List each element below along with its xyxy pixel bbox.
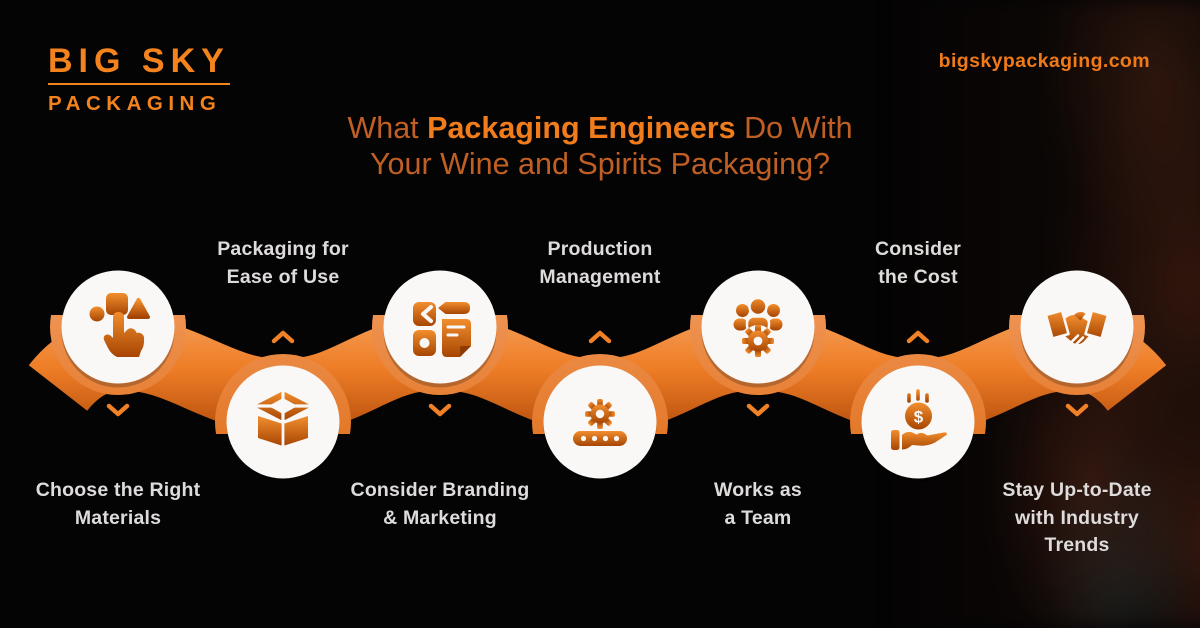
production-gear-icon [573,399,627,446]
brand-logo-line1: BIG SKY [48,42,230,80]
tap-select-icon [89,293,150,357]
open-box-icon [252,389,314,448]
chevron-up-icon [588,330,612,344]
step-circle-3 [383,270,497,384]
website-url: bigskypackaging.com [938,50,1150,72]
chevron-down-icon [1065,403,1089,417]
chevron-down-icon [428,403,452,417]
step-label-3: Consider Branding& Marketing [350,479,530,529]
handshake-icon [1044,309,1110,348]
chevron-up-icon [271,330,295,344]
chevron-up-icon [906,330,930,344]
brand-logo-line2: PACKAGING [48,92,222,115]
chevron-down-icon [106,403,130,417]
branding-document-icon [413,302,471,357]
brand-logo: BIG SKY PACKAGING [48,44,230,116]
title-highlight: Packaging Engineers [427,111,736,145]
title-line2: Your Wine and Spirits Packaging? [369,147,831,181]
team-gear-icon [733,296,783,357]
title-prefix: What [347,111,428,145]
page-title: What Packaging Engineers Do With Your Wi… [0,110,1200,182]
chevron-down-icon [746,403,770,417]
brand-logo-rule [48,83,230,85]
hand-coin-icon: $ [891,389,947,450]
title-suffix: Do With [735,111,853,145]
step-circles [61,270,1134,483]
dollar-sign: $ [914,408,924,427]
